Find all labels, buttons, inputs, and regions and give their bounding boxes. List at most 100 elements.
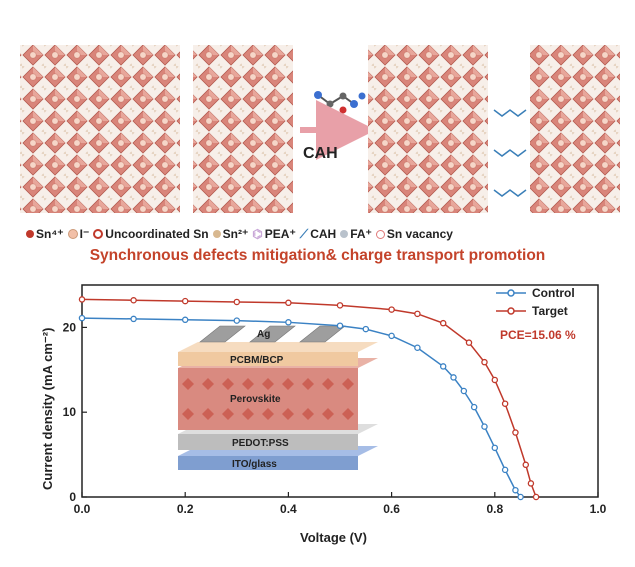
series-layer (78, 296, 540, 501)
species-legend: Sn⁴⁺ I⁻ Uncoordinated Sn Sn²⁺ ⌬PEA⁺ ⟋CAH… (26, 224, 626, 244)
data-point-control (470, 403, 478, 411)
legend-item-sn2: Sn²⁺ (212, 227, 249, 241)
data-point-target (388, 306, 395, 313)
data-point-target (465, 339, 473, 346)
layer-label-ito: ITO/glass (232, 459, 277, 470)
legend-item-fa: FA⁺ (340, 227, 372, 241)
data-point-target (532, 493, 540, 501)
x-tick-label: 1.0 (590, 502, 607, 516)
sn2-icon (212, 230, 221, 238)
data-point-control (414, 344, 421, 352)
data-point-control (181, 316, 189, 324)
data-point-control (285, 319, 292, 326)
data-point-control (481, 423, 488, 430)
legend-item-cah: ⟋CAH (300, 227, 336, 242)
headline: Synchronous defects mitigation& charge t… (89, 247, 546, 264)
layer-ag (199, 325, 346, 343)
sn4-icon (26, 230, 34, 238)
legend-label: Sn vacancy (386, 227, 453, 241)
x-tick-label: 0.0 (74, 502, 91, 516)
data-point-control (460, 387, 468, 395)
data-point-target (233, 298, 241, 306)
layer-label-pedot: PEDOT:PSS (232, 438, 289, 449)
layer-ito (178, 456, 358, 470)
cah-chain-icons (493, 109, 527, 197)
data-point-target (414, 310, 421, 318)
data-point-target (78, 296, 86, 303)
uncoordinated-sn-icon (93, 229, 104, 239)
y-tick-label: 20 (63, 320, 77, 334)
legend-label: CAH (310, 227, 337, 241)
data-point-control (501, 466, 509, 474)
perovskite-pattern (182, 378, 354, 420)
legend-item-uncoordinated-sn: Uncoordinated Sn (93, 227, 209, 241)
data-point-target (285, 299, 292, 307)
data-point-control (517, 493, 524, 501)
layer-label-pcbm: PCBM/BCP (230, 355, 284, 366)
y-tick-label: 10 (63, 405, 77, 419)
data-point-target (130, 297, 137, 304)
legend-control: Control (532, 286, 575, 300)
legend-item-pea: ⌬PEA⁺ (252, 227, 296, 241)
data-point-target (491, 376, 499, 384)
legend-label: Uncoordinated Sn (105, 227, 209, 241)
legend-item-sn-vacancy: Sn vacancy (375, 227, 453, 241)
data-point-control (233, 317, 241, 324)
chart-legend: Control Target (496, 286, 575, 318)
x-tick-label: 0.2 (177, 502, 194, 516)
legend-label: FA⁺ (350, 227, 372, 241)
data-point-control (130, 315, 137, 323)
series-line-control (81, 317, 522, 498)
lattice-block-2 (193, 45, 293, 213)
x-axis-label: Voltage (V) (300, 530, 367, 545)
fa-icon (340, 230, 349, 238)
sn-vacancy-icon (375, 229, 385, 239)
data-point-target (336, 302, 344, 309)
cah-molecule-icon (314, 91, 366, 114)
legend-label: I⁻ (79, 227, 90, 241)
layer-pcbm (178, 352, 358, 366)
legend-item-iodide: I⁻ (67, 227, 90, 241)
pea-icon: ⌬ (252, 227, 263, 241)
lattice-block-1 (20, 45, 180, 213)
legend-label: Sn²⁺ (222, 227, 249, 241)
pce-annotation: PCE=15.06 % (500, 328, 576, 342)
legend-label: PEA⁺ (264, 227, 296, 241)
data-point-target (527, 480, 535, 487)
device-stack-inset: ITO/glass PEDOT:PSS Perovskite PCBM/ (178, 325, 378, 470)
tick-labels: 0.0 0.2 0.4 0.6 0.8 1.0 0 10 20 (63, 320, 607, 516)
data-point-target (501, 400, 509, 407)
layer-pedot (178, 434, 358, 450)
x-tick-label: 0.8 (486, 502, 503, 516)
y-axis-label: Current density (mA cm⁻²) (40, 328, 55, 490)
data-point-control (388, 332, 395, 340)
arrow-label: CAH (303, 145, 338, 162)
y-tick-label: 0 (69, 490, 76, 504)
data-point-control (362, 325, 370, 333)
lattice-block-4 (530, 45, 620, 213)
layer-label-ag: Ag (257, 329, 270, 340)
data-point-target (481, 358, 488, 366)
x-tick-label: 0.6 (383, 502, 400, 516)
jv-chart: 0.0 0.2 0.4 0.6 0.8 1.0 0 10 20 ITO/glass PEDOT:… (40, 284, 607, 545)
cah-icon: ⟋ (299, 226, 309, 241)
plot-frame (81, 284, 599, 498)
legend-label: Sn⁴⁺ (36, 227, 64, 241)
data-point-target (512, 429, 519, 436)
data-point-control (78, 314, 86, 322)
x-tick-label: 0.4 (280, 502, 297, 516)
legend-item-sn4: Sn⁴⁺ (26, 227, 64, 241)
data-point-control (439, 363, 447, 370)
layer-label-perovskite: Perovskite (230, 394, 281, 405)
axis-ticks (81, 326, 599, 498)
data-point-target (439, 319, 447, 327)
data-point-control (491, 444, 499, 452)
data-point-target (181, 297, 189, 305)
data-point-control (450, 374, 457, 381)
data-point-control (336, 322, 344, 329)
lattice-block-3 (368, 45, 488, 213)
legend-target: Target (532, 304, 568, 318)
lattice-schematic: CAH (20, 45, 620, 213)
iodide-icon (67, 229, 78, 239)
